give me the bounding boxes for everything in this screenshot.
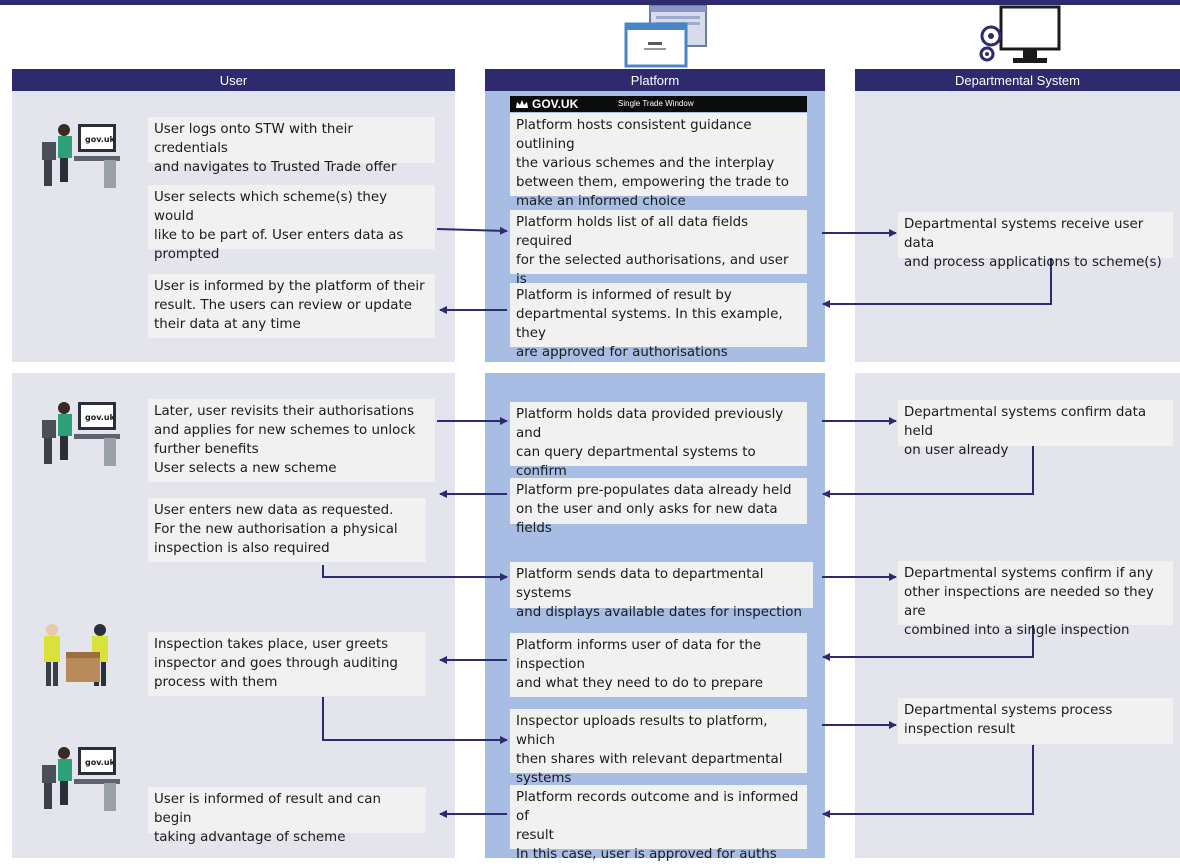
platform-step-query: Platform holds data provided previously … — [510, 402, 807, 498]
arrow-d1-to-p3 — [822, 258, 1052, 308]
user-step-revisit: Later, user revisits their authorisation… — [148, 399, 435, 482]
arrow-u5-to-p6 — [322, 565, 508, 581]
user-step-inspection: Inspection takes place, user greets insp… — [148, 632, 426, 696]
departmental-column-header: Departmental System — [855, 69, 1180, 91]
arrow-u2-to-p2 — [436, 226, 508, 235]
dept-step-receive-data: Departmental systems receive user data a… — [898, 212, 1173, 270]
top-rule — [0, 0, 1180, 5]
user-step-select-scheme: User selects which scheme(s) they would … — [148, 185, 435, 262]
user-at-desk-illustration: gov.uk — [42, 402, 120, 466]
user-at-desk-illustration: gov.uk — [42, 747, 120, 811]
platform-step-send-data: Platform sends data to departmental syst… — [510, 562, 813, 620]
inspection-illustration — [44, 624, 108, 686]
arrow-d2-to-p5 — [822, 445, 1034, 498]
user-column-header: User — [12, 69, 455, 91]
platform-windows-icon — [624, 5, 707, 68]
platform-step-data-fields: Platform holds list of all data fields r… — [510, 210, 807, 306]
dept-step-confirm-data: Departmental systems confirm data held o… — [898, 400, 1173, 458]
user-step-informed-result: User is informed by the platform of thei… — [148, 274, 435, 338]
platform-step-record-outcome: Platform records outcome and is informed… — [510, 785, 807, 862]
platform-step-upload-results: Inspector uploads results to platform, w… — [510, 709, 807, 786]
platform-step-result: Platform is informed of result by depart… — [510, 283, 807, 360]
crown-icon — [516, 100, 528, 108]
user-at-desk-illustration: gov.uk — [42, 124, 120, 188]
govuk-title: GOV.UK — [532, 97, 579, 111]
govuk-subtitle: Single Trade Window — [618, 99, 694, 108]
user-step-login: User logs onto STW with their credential… — [148, 117, 435, 175]
arrow-d4-to-p9 — [822, 745, 1034, 818]
platform-step-inform-inspection: Platform informs user of data for the in… — [510, 633, 807, 697]
screen-label: gov.uk — [85, 758, 116, 767]
arrow-d3-to-p7 — [822, 625, 1034, 661]
platform-step-prepopulate: Platform pre-populates data already held… — [510, 478, 807, 536]
departmental-monitor-gear-icon — [979, 5, 1061, 63]
platform-column-header: Platform — [485, 69, 825, 91]
screen-label: gov.uk — [85, 413, 116, 422]
arrow-u6-to-p8 — [322, 697, 508, 744]
dept-step-combine-inspections: Departmental systems confirm if any othe… — [898, 561, 1173, 638]
screen-label: gov.uk — [85, 135, 116, 144]
user-step-approved: User is informed of result and can begin… — [148, 787, 426, 845]
dept-step-process-result: Departmental systems process inspection … — [898, 698, 1173, 744]
user-step-enter-new-data: User enters new data as requested. For t… — [148, 498, 426, 562]
govuk-banner: GOV.UK Single Trade Window — [510, 96, 807, 112]
platform-step-guidance: Platform hosts consistent guidance outli… — [510, 113, 807, 209]
